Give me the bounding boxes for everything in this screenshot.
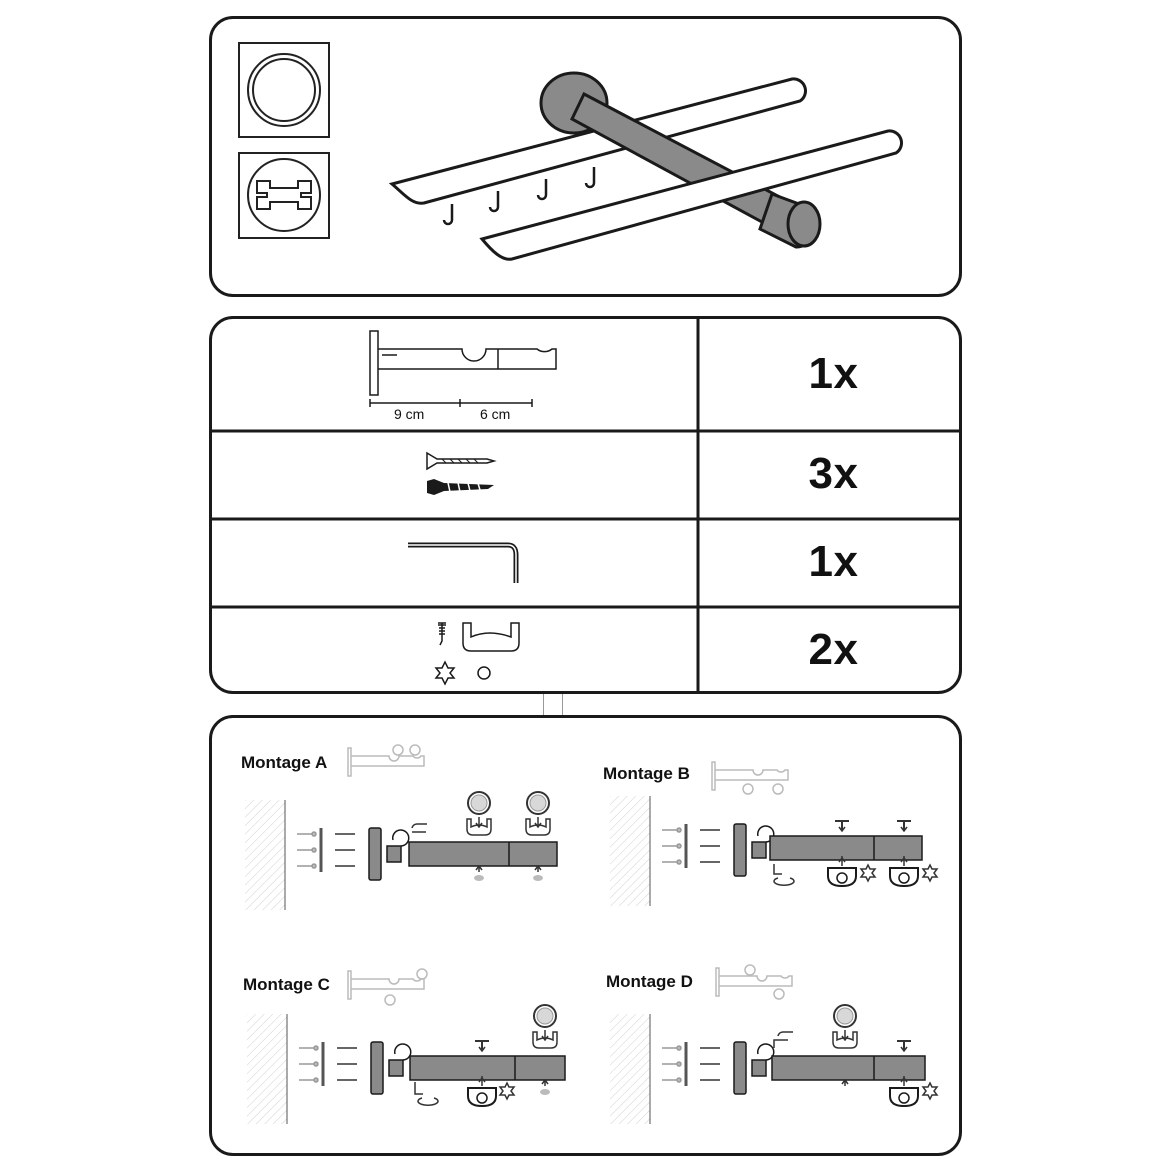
round-rod-profile-icon (238, 42, 330, 138)
product-overview-panel (209, 16, 962, 297)
allen-key-drawing (408, 542, 519, 583)
montage-a-title: Montage A (241, 753, 328, 772)
montage-a-diagram (243, 744, 558, 912)
bracket-quantity: 1x (808, 349, 859, 398)
curtain-hooks (442, 167, 596, 226)
rod-clip-set-drawing (434, 622, 520, 686)
montage-d-title: Montage D (606, 972, 693, 991)
montage-d-diagram (608, 964, 938, 1126)
panel-connector (543, 694, 563, 715)
track-rod-profile-icon (238, 152, 330, 239)
montage-b-diagram (608, 761, 938, 908)
double-bracket-drawing (369, 330, 557, 407)
montage-c-diagram (245, 968, 566, 1126)
front-curtain-rod (479, 129, 903, 261)
rod-clips-quantity: 2x (808, 625, 859, 674)
product-illustration (238, 42, 903, 261)
back-curtain-rod (388, 77, 807, 205)
mounting-options-panel: Montage A Montage B Montage C Montage D (209, 715, 962, 1156)
screws-quantity: 3x (808, 449, 859, 498)
montage-b-title: Montage B (603, 764, 690, 783)
bracket-dimension-left: 9 cm (394, 406, 425, 422)
bracket-dimension-right: 6 cm (480, 406, 511, 422)
parts-list-panel: 1x 3x 1x 2x 9 cm 6 cm (209, 316, 962, 694)
parts-table-grid (212, 319, 959, 691)
mounting-diagrams (243, 744, 938, 1126)
allen-key-quantity: 1x (808, 537, 859, 586)
montage-c-title: Montage C (243, 975, 330, 994)
screws-and-dowels-drawing (426, 451, 497, 495)
